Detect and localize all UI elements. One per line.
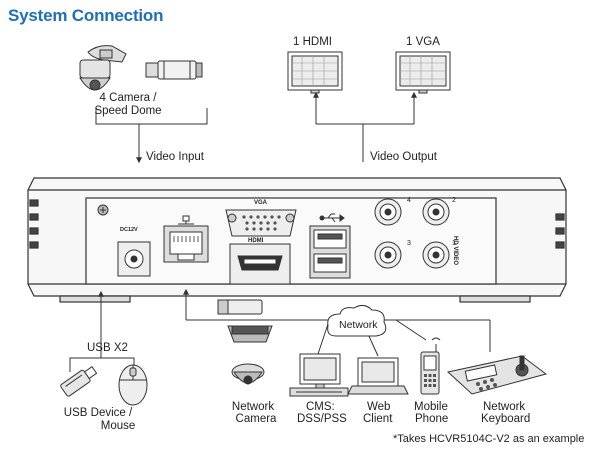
vga-port	[225, 209, 297, 237]
usb-count-label: USB X2	[87, 342, 128, 354]
mobile-phone-label-line2: Phone	[415, 413, 449, 425]
network-symbol-icon	[178, 215, 194, 225]
usb-icon	[319, 213, 345, 223]
usb-flash-drive-icon	[60, 366, 98, 397]
bnc-number-3: 3	[407, 240, 411, 247]
bnc-number-1: 1	[452, 240, 456, 247]
dvr-back-panel	[27, 177, 567, 303]
footnote: *Takes HCVR5104C-V2 as an example	[393, 433, 585, 445]
network-label: Network	[339, 319, 378, 331]
network-camera-label-line2: Camera	[235, 413, 277, 425]
mobile-phone-icon	[420, 337, 441, 395]
bnc-inputs	[374, 198, 450, 269]
hdmi-monitor-icon	[287, 51, 343, 94]
video-input-label: Video Input	[146, 151, 204, 163]
speed-dome-icon	[79, 45, 127, 91]
cms-label-line2: DSS/PSS	[297, 413, 347, 425]
bnc-number-4: 4	[407, 197, 411, 204]
usb-ports	[309, 225, 351, 279]
dc-power-label: DC12V	[120, 227, 138, 233]
cms-workstation-icon	[289, 353, 349, 397]
video-output-label: Video Output	[370, 151, 437, 163]
laptop-icon	[347, 357, 409, 395]
network-keyboard-icon	[446, 355, 548, 395]
network-keyboard-label-line2: Keyboard	[481, 413, 531, 425]
camera-label-line1: 4 Camera /	[99, 92, 157, 104]
ethernet-port	[163, 225, 209, 263]
usb-device-label-line1: USB Device /	[63, 407, 133, 419]
camera-label-line2: Speed Dome	[94, 105, 162, 117]
hdmi-port	[229, 243, 291, 285]
usb-connector-line	[69, 290, 135, 372]
network-camera-icon	[217, 299, 273, 385]
web-client-label-line2: Client	[363, 413, 393, 425]
mouse-icon	[118, 364, 148, 406]
network-cloud-icon	[327, 304, 387, 337]
vga-monitor-icon	[395, 51, 451, 94]
cms-label-line1: CMS:	[306, 401, 335, 413]
usb-device-label-line2: Mouse	[100, 420, 136, 432]
ground-screw-icon	[97, 204, 109, 216]
vga-port-label: VGA	[254, 200, 268, 206]
hdmi-output-label: 1 HDMI	[293, 36, 332, 48]
bullet-camera-icon	[145, 60, 203, 80]
video-output-connector	[313, 91, 417, 162]
hdmi-port-label: HDMI	[248, 238, 264, 244]
network-camera-label-line1: Network	[231, 401, 275, 413]
web-client-label-line1: Web	[367, 401, 391, 413]
bnc-number-2: 2	[452, 197, 456, 204]
video-input-connector	[95, 108, 208, 164]
dc-power-port	[117, 241, 151, 277]
vga-output-label: 1 VGA	[406, 36, 440, 48]
network-keyboard-label-line1: Network	[483, 401, 526, 413]
network-connector-lines	[183, 288, 491, 357]
diagram-title: System Connection	[8, 6, 164, 25]
mobile-phone-label-line1: Mobile	[414, 401, 448, 413]
